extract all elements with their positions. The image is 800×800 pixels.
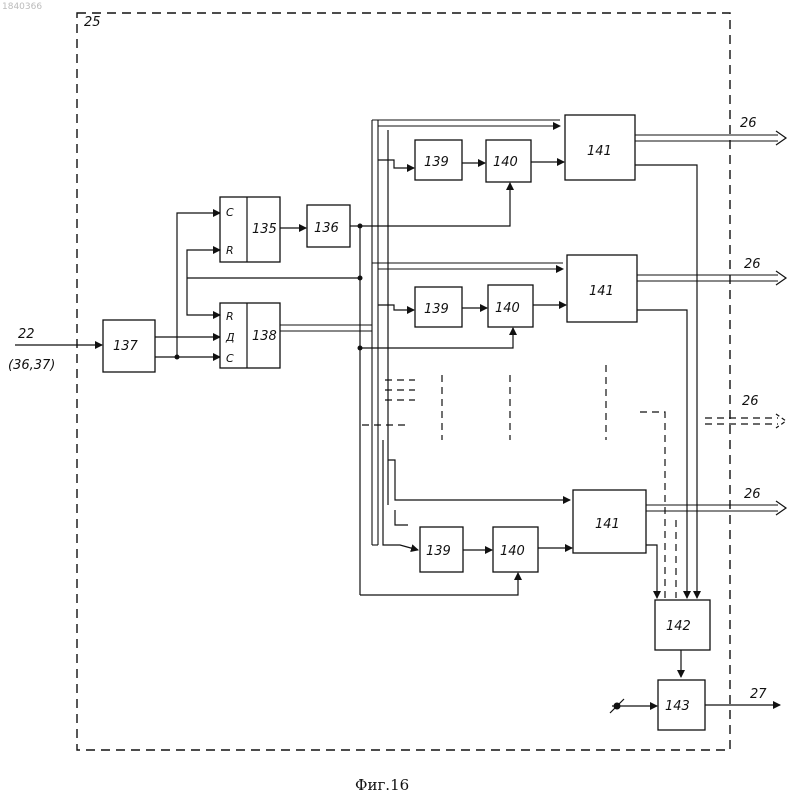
block-135-label: 135 (252, 222, 277, 237)
block-143-label: 143 (665, 699, 690, 714)
wire-141chN-to-142 (646, 545, 657, 598)
block-139-chN-label: 139 (426, 544, 451, 559)
block-137-label: 137 (113, 339, 139, 354)
pin-135-c: C (226, 206, 234, 219)
pin-138-c: C (226, 352, 234, 365)
block-138-label: 138 (252, 329, 277, 344)
output-bus-label-ch1: 26 (740, 116, 757, 131)
watermark-text: 1840366 (2, 2, 42, 12)
wire-137-to-135c (177, 213, 220, 357)
block-140-ch2-label: 140 (495, 301, 520, 316)
junction (358, 276, 363, 281)
output-bus-label-dashed: 26 (742, 394, 759, 409)
block-141-ch1-label: 141 (587, 144, 612, 159)
wire-ch2-to-139 (378, 305, 414, 310)
bus-out-chN-arrow (776, 501, 786, 515)
wire-chN-ctrl (360, 573, 518, 595)
block-141-ch2-label: 141 (589, 284, 614, 299)
block-139-ch2-label: 139 (424, 302, 449, 317)
wire-ch2-ctrl (360, 328, 513, 348)
block-136-label: 136 (314, 221, 339, 236)
bus-out-ch2-arrow (776, 271, 786, 285)
pin-135-r: R (226, 244, 234, 257)
output-label-27: 27 (750, 687, 767, 702)
output-bus-label-chN: 26 (744, 487, 761, 502)
block-140-chN-label: 140 (500, 544, 525, 559)
bus-chN-b (395, 510, 408, 525)
figure-caption: Фиг.16 (355, 776, 409, 794)
input-sublabel: (36,37) (8, 358, 55, 373)
wire-ch1-ctrl (360, 183, 510, 226)
frame-label: 25 (84, 15, 101, 30)
input-label: 22 (18, 327, 35, 342)
pin-138-d: Д (225, 331, 235, 344)
block-141-chN-label: 141 (595, 517, 620, 532)
bus-out-ch1-arrow (776, 131, 786, 145)
wire-reset-to-138r (187, 278, 220, 315)
block-139-ch1-label: 139 (424, 155, 449, 170)
pin-138-r: R (226, 310, 234, 323)
dash-out-arrow (776, 414, 786, 428)
wire-141ch2-to-142 (637, 310, 687, 598)
wire-ch1-to-139 (378, 160, 414, 168)
bus-chN-a (388, 460, 570, 500)
wire-reset-to-135r (187, 250, 220, 278)
block-140-ch1-label: 140 (493, 155, 518, 170)
junction (175, 355, 180, 360)
output-bus-label-ch2: 26 (744, 257, 761, 272)
block-142-label: 142 (666, 619, 691, 634)
